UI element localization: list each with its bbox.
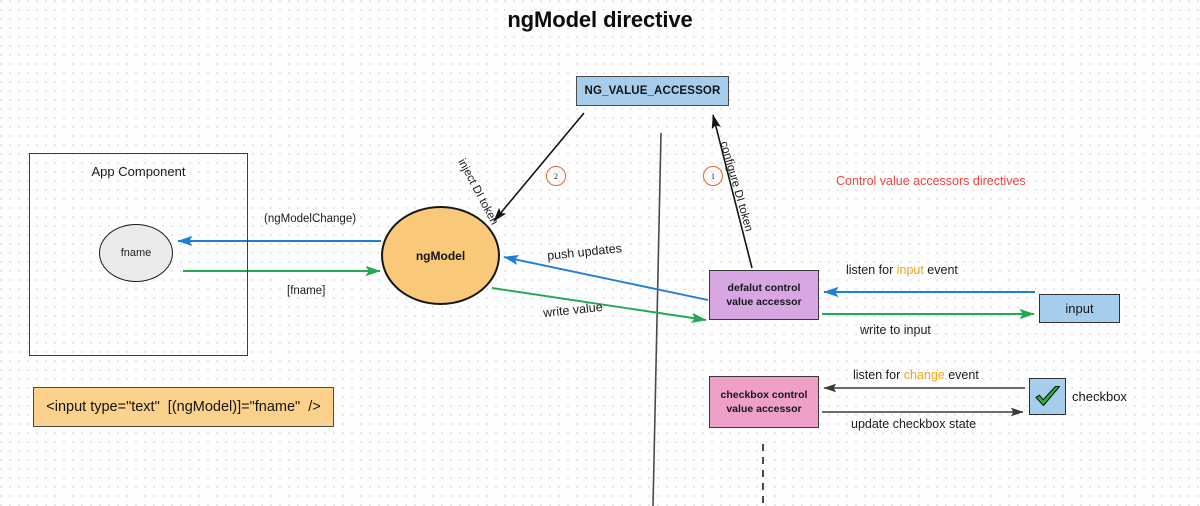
listen-input-keyword: input	[896, 263, 924, 277]
edge-label-update-checkbox-state: update checkbox state	[851, 417, 977, 431]
listen-input-prefix: listen for	[846, 263, 897, 277]
listen-change-prefix: listen for	[853, 368, 904, 382]
default-cva-line-1: defalut control	[727, 281, 801, 294]
checkbox-element-label: checkbox	[1072, 388, 1127, 404]
app-component-label: App Component	[91, 163, 186, 179]
listen-change-keyword: change	[903, 368, 945, 382]
edge-label-ngmodelchange: (ngModelChange)	[264, 213, 357, 225]
edge-label-fname-binding: [fname]	[287, 285, 326, 297]
listen-input-suffix: event	[923, 263, 958, 277]
checkbox-cva-line-2: value accessor	[726, 403, 802, 415]
edge-label-listen-for-change: listen for change event	[853, 368, 979, 382]
page-title: ngModel directive	[507, 7, 693, 32]
checkbox-cva-line-1: checkbox control	[720, 388, 808, 401]
step-badge-1: 1	[703, 166, 723, 186]
edge-label-listen-for-input: listen for input event	[846, 263, 958, 277]
fname-property-node[interactable]: fname	[99, 224, 173, 282]
checkbox-checked-icon[interactable]	[1029, 378, 1066, 415]
step-badge-2: 2	[546, 166, 566, 186]
checkbox-control-value-accessor-node[interactable]: checkbox control value accessor	[709, 376, 819, 428]
ngmodel-directive-node[interactable]: ngModel	[381, 206, 500, 305]
edge-label-write-to-input: write to input	[860, 323, 931, 337]
listen-change-suffix: event	[944, 368, 979, 382]
template-code-snippet: <input type="text" [(ngModel)]="fname" /…	[33, 387, 334, 427]
app-component-container	[29, 153, 248, 356]
control-value-accessors-note: Control value accessors directives	[836, 174, 1026, 188]
input-element-node[interactable]: input	[1039, 294, 1120, 323]
default-control-value-accessor-node[interactable]: defalut control value accessor	[709, 270, 819, 320]
ng-value-accessor-node[interactable]: NG_VALUE_ACCESSOR	[576, 76, 729, 106]
default-cva-line-2: value accessor	[726, 296, 802, 308]
